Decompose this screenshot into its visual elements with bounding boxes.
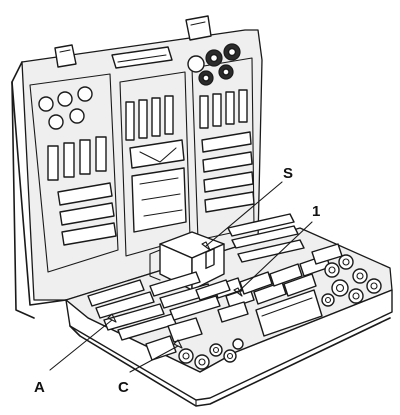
tool-slot	[201, 131, 252, 153]
tool-slot	[225, 91, 235, 125]
tool-slot	[212, 93, 222, 127]
tool-slot	[57, 182, 113, 206]
socket-hole	[38, 96, 54, 112]
tool-slot	[47, 145, 59, 181]
leader-s	[205, 181, 283, 247]
tool-slot	[204, 191, 255, 213]
tool-slot	[238, 89, 248, 123]
tool-slot	[202, 151, 253, 173]
tool-slot	[61, 222, 117, 246]
callout-label-1: 1	[312, 203, 320, 220]
leader-1	[237, 221, 313, 293]
tool-slot	[203, 171, 254, 193]
callout-label-c: C	[118, 379, 129, 396]
tool-tray	[129, 139, 185, 169]
tool-slot	[231, 225, 299, 249]
tool-slot	[63, 142, 75, 178]
tool-slot	[79, 139, 91, 175]
lid-handle	[111, 46, 173, 69]
socket-group-right	[321, 254, 382, 307]
socket-hole	[77, 86, 93, 102]
tool-slot	[151, 97, 161, 137]
tool-slot	[199, 95, 209, 129]
latch-left	[54, 44, 77, 68]
fittings-front	[145, 317, 244, 370]
case-base	[65, 213, 393, 407]
tool-slot	[227, 213, 295, 237]
tool-slot	[164, 95, 174, 135]
tool-slot	[95, 136, 107, 172]
case-lid	[11, 15, 263, 319]
latch-right	[185, 15, 212, 41]
leader-a	[49, 319, 113, 371]
tool-slot	[125, 101, 135, 141]
socket-hole	[187, 55, 205, 73]
rod-row-left	[87, 271, 231, 341]
leader-c	[129, 345, 179, 373]
socket-hole	[69, 108, 85, 124]
callout-label-s: S	[283, 165, 293, 182]
tray-recess	[255, 289, 323, 337]
socket-hole	[57, 91, 73, 107]
socket-hole	[48, 114, 64, 130]
tool-slot	[59, 202, 115, 226]
callout-leaders	[49, 181, 313, 373]
callout-label-a: A	[34, 379, 45, 396]
tool-slot	[138, 99, 148, 139]
